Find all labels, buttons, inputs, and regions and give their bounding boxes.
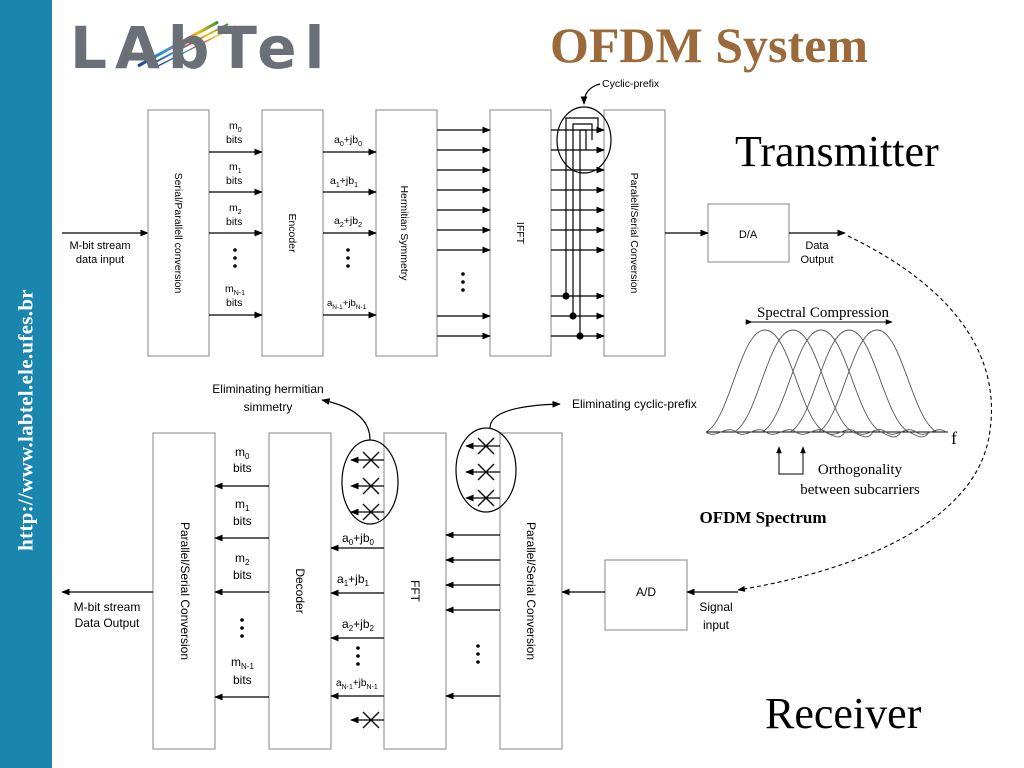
svg-text:a0+jb0: a0+jb0 [342,531,375,547]
ad-block [604,559,688,631]
transmitter-labels: M-bit stream data input Serial/Parallell… [69,78,833,294]
receiver-chain [61,398,738,750]
tx-input-label-1: M-bit stream [69,240,130,252]
svg-text:a0+jb0: a0+jb0 [334,134,362,148]
fft-label: FFT [408,580,422,603]
svg-text:m0: m0 [235,445,250,461]
slide-title: OFDM System [550,17,868,73]
rx-parallel-serial-left-label: Parallel/Serial Conversion [178,522,192,660]
svg-text:m1: m1 [235,497,250,513]
labtel-logo: LAbTel [70,16,332,76]
serial-parallel-label: Serial/Parallell conversion [172,173,184,294]
rx-parallel-serial-right-label: Parallel/Serial Conversion [524,522,538,660]
tx-output-label-2: Output [800,254,833,266]
cyclic-prefix-taps [556,106,612,340]
transmitter-symbol-labels: m0 bits m1 bits m2 bits mN-1 bits a0+jb0… [225,120,367,311]
decoder-label: Decoder [293,568,307,613]
svg-text:m2: m2 [235,551,250,567]
rx-parallel-serial-left-block [152,432,216,750]
ifft-label: IFFT [514,222,526,245]
serial-parallel-block [147,109,210,357]
orthogonality-label-2: between subcarriers [800,482,920,498]
eliminated-x-marks [362,437,495,729]
decoder-block [268,432,332,750]
fft-block [383,432,447,750]
receiver-heading: Receiver [765,689,922,738]
orthogonality-label-1: Orthogonality [818,462,903,478]
transmitter-heading: Transmitter [735,127,939,176]
svg-text:mN-1: mN-1 [231,655,254,671]
spectral-compression-label: Spectral Compression [757,305,890,321]
receiver-dots [240,618,480,666]
svg-text:aN-1+jbN-1: aN-1+jbN-1 [327,298,367,311]
tx-output-label-1: Data [805,240,829,252]
svg-text:mN-1: mN-1 [225,283,245,297]
elim-hermitian-label-1: Eliminating hermitian [212,382,323,396]
svg-text:m2: m2 [229,202,242,216]
cyclic-prefix-label: Cyclic-prefix [602,78,660,90]
svg-text:aN-1+jbN-1: aN-1+jbN-1 [336,678,378,691]
elim-cyclic-label: Eliminating cyclic-prefix [572,397,697,411]
tx-input-label-2: data input [76,254,124,266]
rx-output-label-1: M-bit stream [74,600,141,614]
ifft-block [489,109,552,357]
elim-hermitian-label-2: simmetry [244,400,293,414]
rx-input-label-1: Signal [699,600,732,614]
channel-dashed-link [737,235,992,592]
svg-text:bits: bits [233,514,252,528]
rx-parallel-serial-right-block [499,432,563,750]
svg-text:bits: bits [233,673,252,687]
svg-text:bits: bits [226,216,242,228]
ofdm-spectrum-title: OFDM Spectrum [699,508,826,527]
parallel-serial-label: Paralell/Serial Conversion [628,173,640,294]
sidebar-band: http://www.labtel.ele.ufes.br [0,0,52,768]
ofdm-spectrum: Spectral Compression f Orthogonality bet… [699,305,957,527]
svg-text:bits: bits [226,134,242,146]
hermitian-block [375,109,438,357]
svg-text:a2+jb2: a2+jb2 [334,215,362,229]
svg-text:m0: m0 [229,120,242,134]
rx-output-label-2: Data Output [75,616,140,630]
rx-input-label-2: input [703,618,730,632]
da-label: D/A [739,229,758,241]
svg-text:a2+jb2: a2+jb2 [342,617,375,633]
receiver-labels: M-bit stream Data Output Parallel/Serial… [74,382,733,660]
transmitter-chain [62,83,846,357]
svg-text:bits: bits [226,175,242,187]
svg-text:bits: bits [226,297,242,309]
svg-text:m1: m1 [229,161,242,175]
ad-label: A/D [636,585,656,599]
svg-text:a1+jb1: a1+jb1 [330,175,358,189]
svg-text:bits: bits [233,461,252,475]
transmitter-dots [233,248,465,292]
svg-text:bits: bits [233,568,252,582]
hermitian-label: Hermitian Symmetry [398,185,410,281]
encoder-label: Encoder [286,213,298,253]
logo-text: LAbTel [70,16,332,76]
svg-text:a1+jb1: a1+jb1 [337,572,370,588]
encoder-block [261,109,324,357]
spectrum-axis-label: f [951,428,957,448]
